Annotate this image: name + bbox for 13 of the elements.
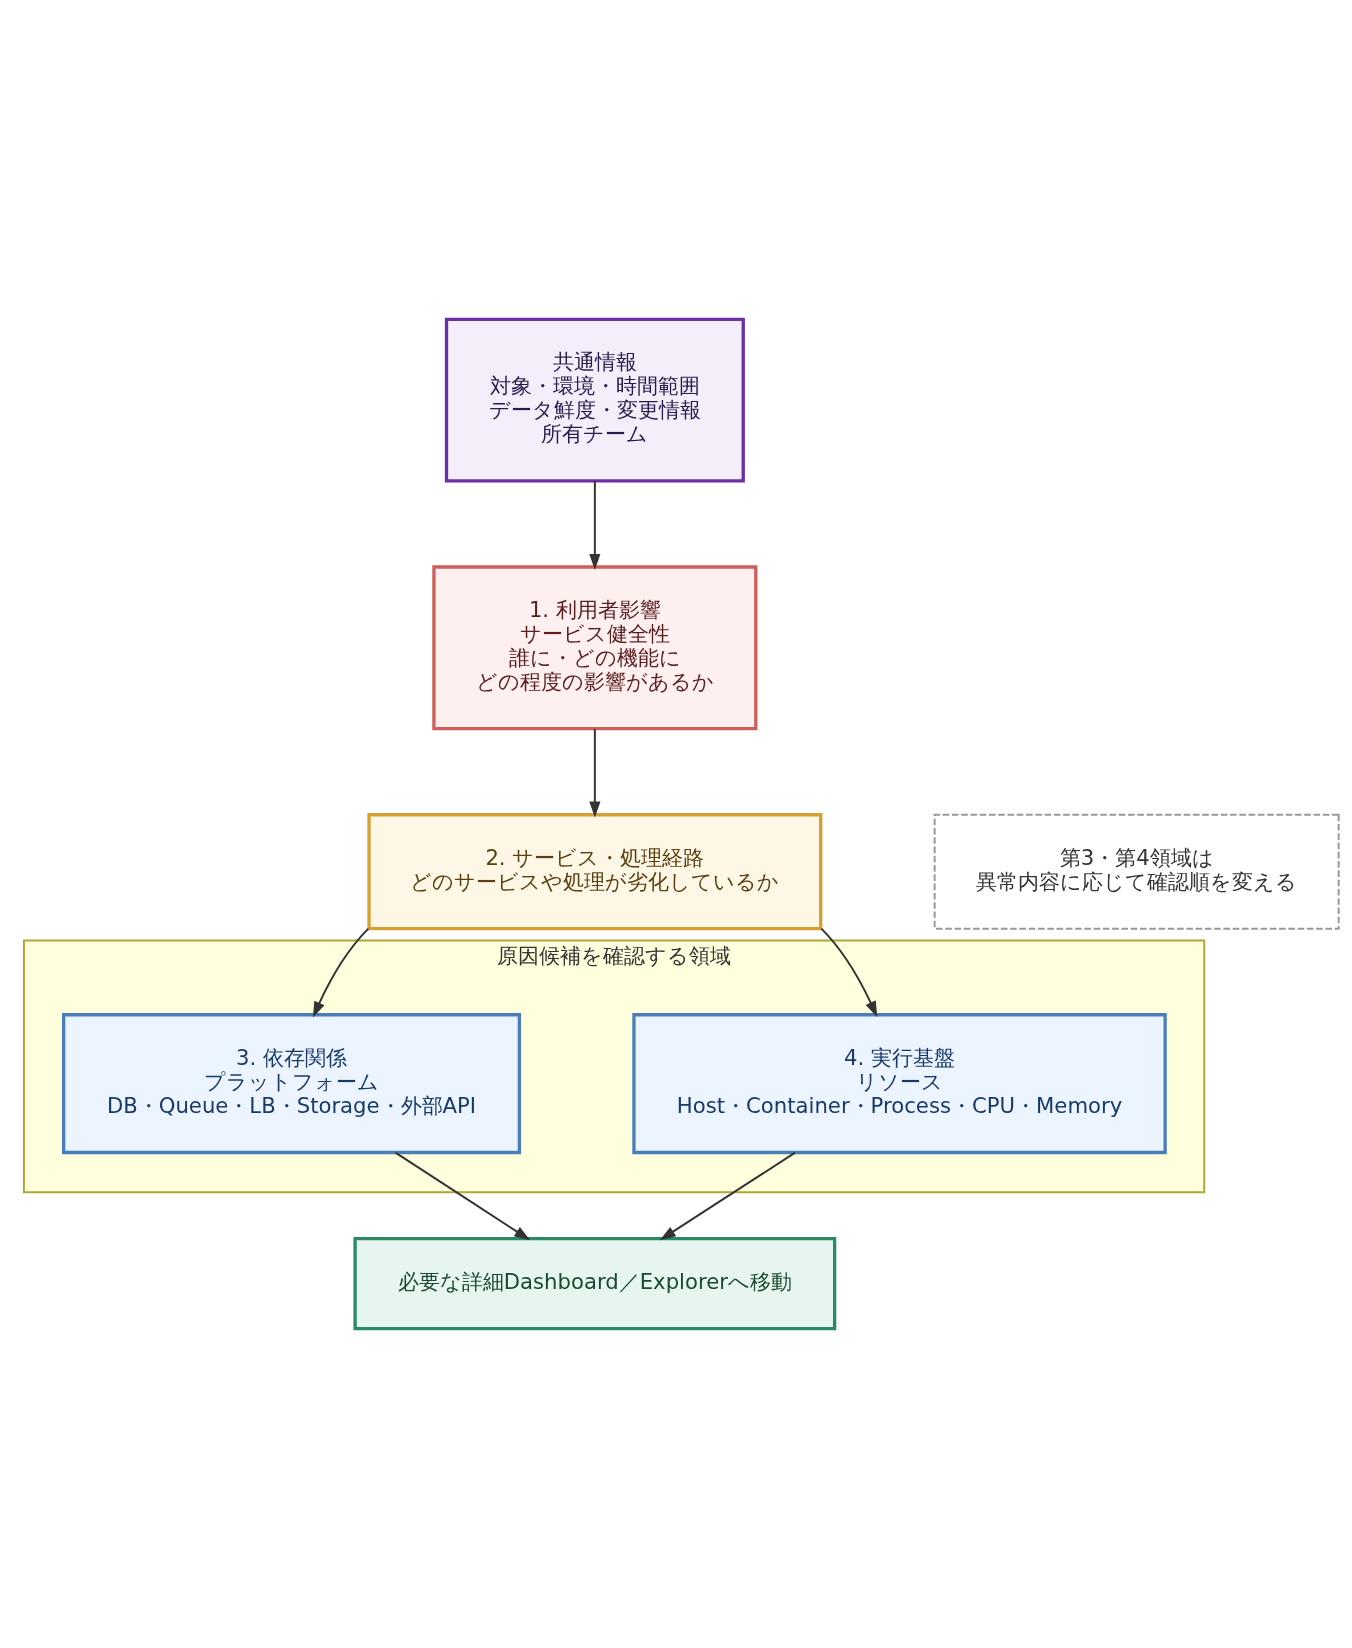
node-box: 4. 実行基盤 リソース Host・Container・Process・CPU・Memory <box>632 1013 1167 1155</box>
arrow <box>394 1151 531 1241</box>
node-box: 共通情報 対象・環境・時間範囲 データ鮮度・変更情報 所有チーム <box>444 317 745 483</box>
arrow <box>312 927 370 1018</box>
arrow <box>820 927 878 1018</box>
arrow <box>589 480 601 570</box>
node-box: 第3・第4領域は 異常内容に応じて確認順を変える <box>933 813 1340 930</box>
arrow <box>659 1151 797 1241</box>
node-box: 必要な詳細Dashboard／Explorerへ移動 <box>353 1236 837 1331</box>
arrow <box>589 728 601 818</box>
node-box: 1. 利用者影響 サービス健全性 誰に・どの機能に どの程度の影響があるか <box>432 565 758 731</box>
node-box: 3. 依存関係 プラットフォーム DB・Queue・LB・Storage・外部API <box>62 1013 521 1155</box>
node-box: 2. サービス・処理経路 どのサービスや処理が劣化しているか <box>367 813 823 931</box>
